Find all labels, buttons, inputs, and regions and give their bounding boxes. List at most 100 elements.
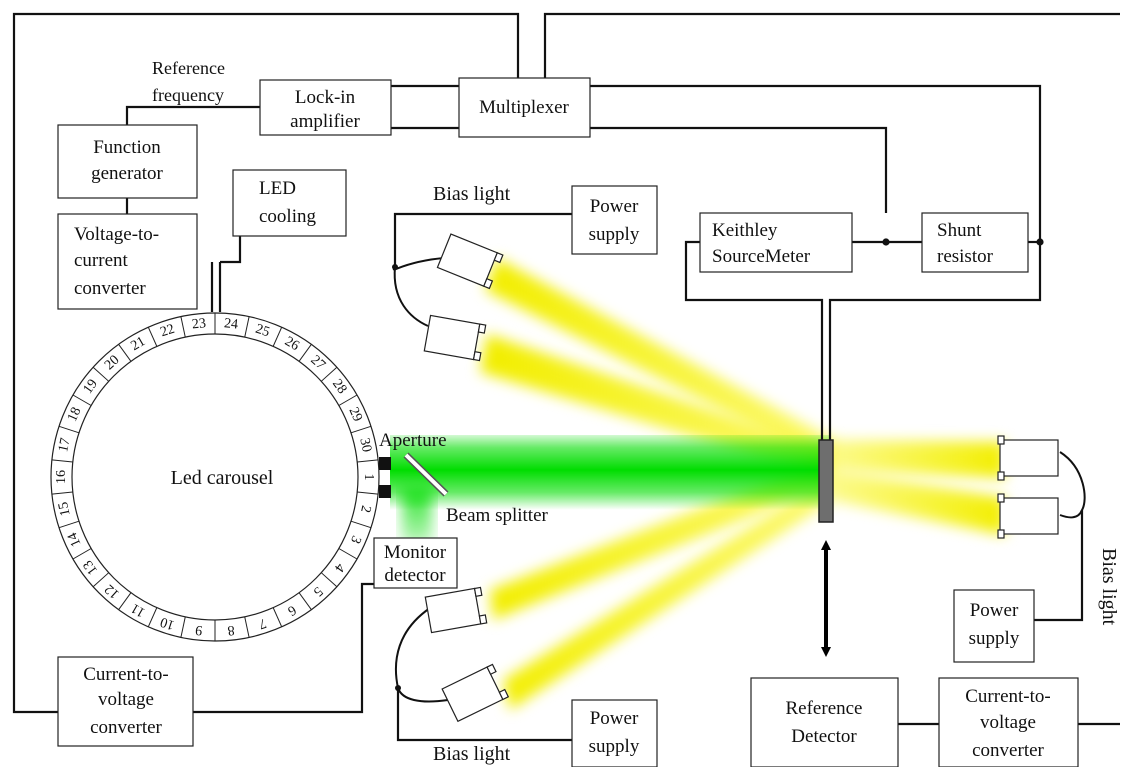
aperture-label: Aperture — [379, 430, 447, 451]
carousel-slot-divider — [92, 572, 110, 588]
carousel-slot-dividers — [51, 313, 379, 641]
carousel-label: Led carousel — [171, 467, 274, 489]
reference-frequency-label-2: frequency — [152, 85, 224, 105]
c2v-right-label-1: Current-to- — [965, 686, 1050, 707]
power-supply-bottom: Power supply — [571, 699, 658, 767]
shunt-resistor: Shunt resistor — [921, 212, 1029, 273]
power-supply-top: Power supply — [571, 185, 658, 255]
monitor-label-1: Monitor — [384, 542, 447, 563]
psu-right-label-1: Power — [970, 600, 1019, 621]
psu-top-label-2: supply — [589, 224, 640, 245]
reference-detector-label-1: Reference — [786, 698, 863, 719]
carousel-slot-number: 17 — [56, 437, 74, 454]
carousel-slot-divider — [92, 366, 110, 382]
carousel-slot-number: 2 — [357, 504, 373, 514]
carousel-slot-number: 22 — [159, 322, 177, 341]
monochromatic-beam — [390, 435, 830, 544]
carousel-slot-divider — [298, 592, 312, 610]
carousel-slot-number: 15 — [56, 501, 74, 518]
function-generator-label-1: Function — [93, 137, 161, 158]
carousel-slot-divider — [72, 394, 92, 406]
bias-light-right-label: Bias light — [1098, 548, 1120, 626]
carousel-slot-divider — [58, 520, 80, 529]
carousel-slot-number: 21 — [128, 334, 148, 354]
cable-top — [392, 257, 445, 327]
v2c-label-3: converter — [74, 278, 146, 299]
carousel-slot-number: 8 — [227, 622, 236, 638]
beam-lower-2 — [503, 478, 830, 710]
shunt-label-2: resistor — [937, 246, 994, 267]
cable-right — [1059, 451, 1086, 519]
c2v-right-label-3: converter — [972, 740, 1044, 761]
carousel-slot-divider — [272, 607, 283, 628]
carousel-slot-number: 7 — [257, 615, 268, 631]
carousel-slot-divider — [51, 459, 73, 463]
reference-frequency-label-1: Reference — [152, 58, 225, 78]
sample-holder — [818, 439, 834, 523]
led-cooling: LED cooling — [232, 169, 347, 237]
keithley-label-1: Keithley — [712, 220, 778, 241]
junction-dot — [882, 238, 890, 246]
multiplexer: Multiplexer — [458, 77, 591, 138]
carousel-slot-number: 1 — [361, 474, 376, 481]
bias-lamp-right-2 — [997, 493, 1059, 539]
lock-in-amplifier: Lock-in amplifier — [259, 79, 392, 136]
shunt-label-1: Shunt — [937, 220, 982, 241]
psu-top-label-1: Power — [590, 196, 639, 217]
carousel-slot-divider — [244, 616, 250, 638]
current-to-voltage-converter-left: Current-to- voltage converter — [57, 656, 194, 747]
reference-detector: Reference Detector — [750, 677, 899, 767]
beam-right-2 — [830, 470, 1005, 535]
bias-light-bottom-label: Bias light — [433, 743, 511, 765]
reference-detector-label-2: Detector — [791, 726, 857, 747]
c2v-left-label-3: converter — [90, 717, 162, 738]
beam-splitter-label: Beam splitter — [446, 505, 549, 526]
bias-lamp-lower-1 — [424, 586, 488, 634]
keithley-label-2: SourceMeter — [712, 246, 811, 267]
wiring — [12, 12, 1120, 742]
c2v-right-label-2: voltage — [980, 712, 1036, 733]
current-to-voltage-converter-right: Current-to- voltage converter — [938, 677, 1079, 767]
psu-bottom-label-1: Power — [590, 708, 639, 729]
bias-lamp-upper-2 — [423, 314, 487, 362]
carousel-slot-divider — [58, 425, 80, 434]
aperture-upper — [379, 457, 391, 470]
led-cooling-label-1: LED — [259, 178, 296, 199]
carousel-slot-divider — [118, 344, 132, 362]
c2v-left-label-2: voltage — [98, 689, 154, 710]
carousel-slot-number: 16 — [54, 470, 69, 484]
carousel-slot-divider — [338, 548, 358, 560]
monitor-detector: Monitor detector — [373, 537, 458, 589]
power-supply-right: Power supply — [953, 589, 1035, 663]
carousel-slot-number: 9 — [195, 622, 204, 638]
beam-upper-1 — [485, 258, 835, 465]
psu-bottom-label-2: supply — [589, 736, 640, 757]
function-generator-label-2: generator — [91, 163, 163, 184]
carousel-slot-divider — [180, 616, 186, 638]
c2v-left-label-1: Current-to- — [83, 664, 168, 685]
bias-lamp-upper-1 — [436, 233, 504, 290]
carousel-slot-number: 24 — [223, 316, 238, 332]
junction-dot — [395, 685, 401, 691]
voltage-to-current-converter: Voltage-to- current converter — [57, 213, 198, 310]
multiplexer-label: Multiplexer — [479, 97, 569, 118]
beam-splitter-face — [404, 453, 448, 496]
carousel-slot-divider — [350, 520, 372, 529]
keithley-sourcemeter: Keithley SourceMeter — [699, 212, 853, 273]
bias-light-cables — [392, 257, 1086, 703]
function-generator: Function generator — [57, 124, 198, 199]
junction-dot — [1036, 238, 1044, 246]
carousel-slot-divider — [320, 572, 338, 588]
lock-in-label-2: amplifier — [290, 111, 360, 132]
carousel-slot-divider — [147, 607, 158, 628]
carousel-slot-number: 23 — [191, 316, 206, 332]
carousel-slot-divider — [51, 491, 73, 495]
carousel-slot-number: 25 — [253, 322, 271, 341]
carousel-slot-divider — [272, 326, 283, 347]
green-main-beam — [390, 435, 830, 510]
junction-dot — [392, 264, 398, 270]
carousel-slot-divider — [357, 491, 379, 495]
carousel-slot-number: 14 — [65, 530, 84, 549]
carousel-slot-divider — [244, 316, 250, 338]
